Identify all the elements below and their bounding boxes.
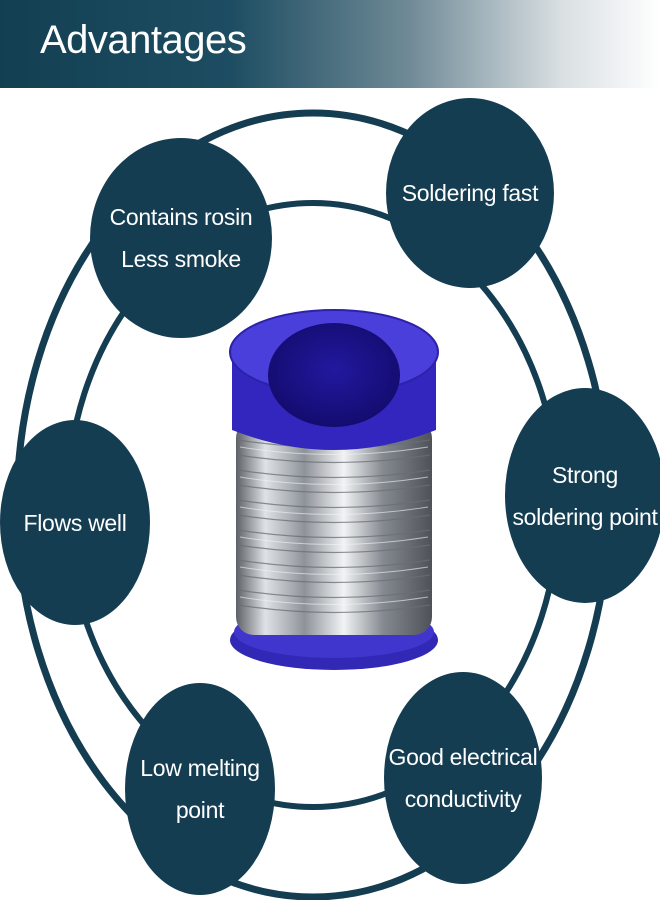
feature-bubble-low-melting: Low melting point (125, 683, 275, 895)
feature-text-line: Strong (552, 461, 618, 488)
feature-text-line: Less smoke (121, 246, 241, 272)
feature-text-line: conductivity (404, 786, 522, 812)
feature-text-line: soldering point (512, 503, 658, 530)
feature-text-line: Soldering fast (401, 180, 539, 206)
feature-text-line: point (175, 797, 225, 823)
feature-bubble-conductivity: Good electrical conductivity (384, 672, 542, 884)
feature-text-line: Low melting (140, 755, 260, 781)
feature-bubble-rosin: Contains rosin Less smoke (90, 138, 272, 338)
solder-spool-image (229, 309, 439, 670)
feature-bubble-flows-well: Flows well (0, 420, 150, 625)
feature-text-line: Good electrical (388, 744, 538, 770)
feature-text-line: Contains rosin (109, 204, 253, 230)
header-banner: Advantages (0, 0, 660, 88)
feature-bubble-strong-point: Strong soldering point (505, 388, 660, 603)
page-title: Advantages (40, 18, 247, 62)
feature-text-line: Flows well (23, 509, 127, 536)
feature-bubble-soldering-fast: Soldering fast (386, 98, 554, 288)
